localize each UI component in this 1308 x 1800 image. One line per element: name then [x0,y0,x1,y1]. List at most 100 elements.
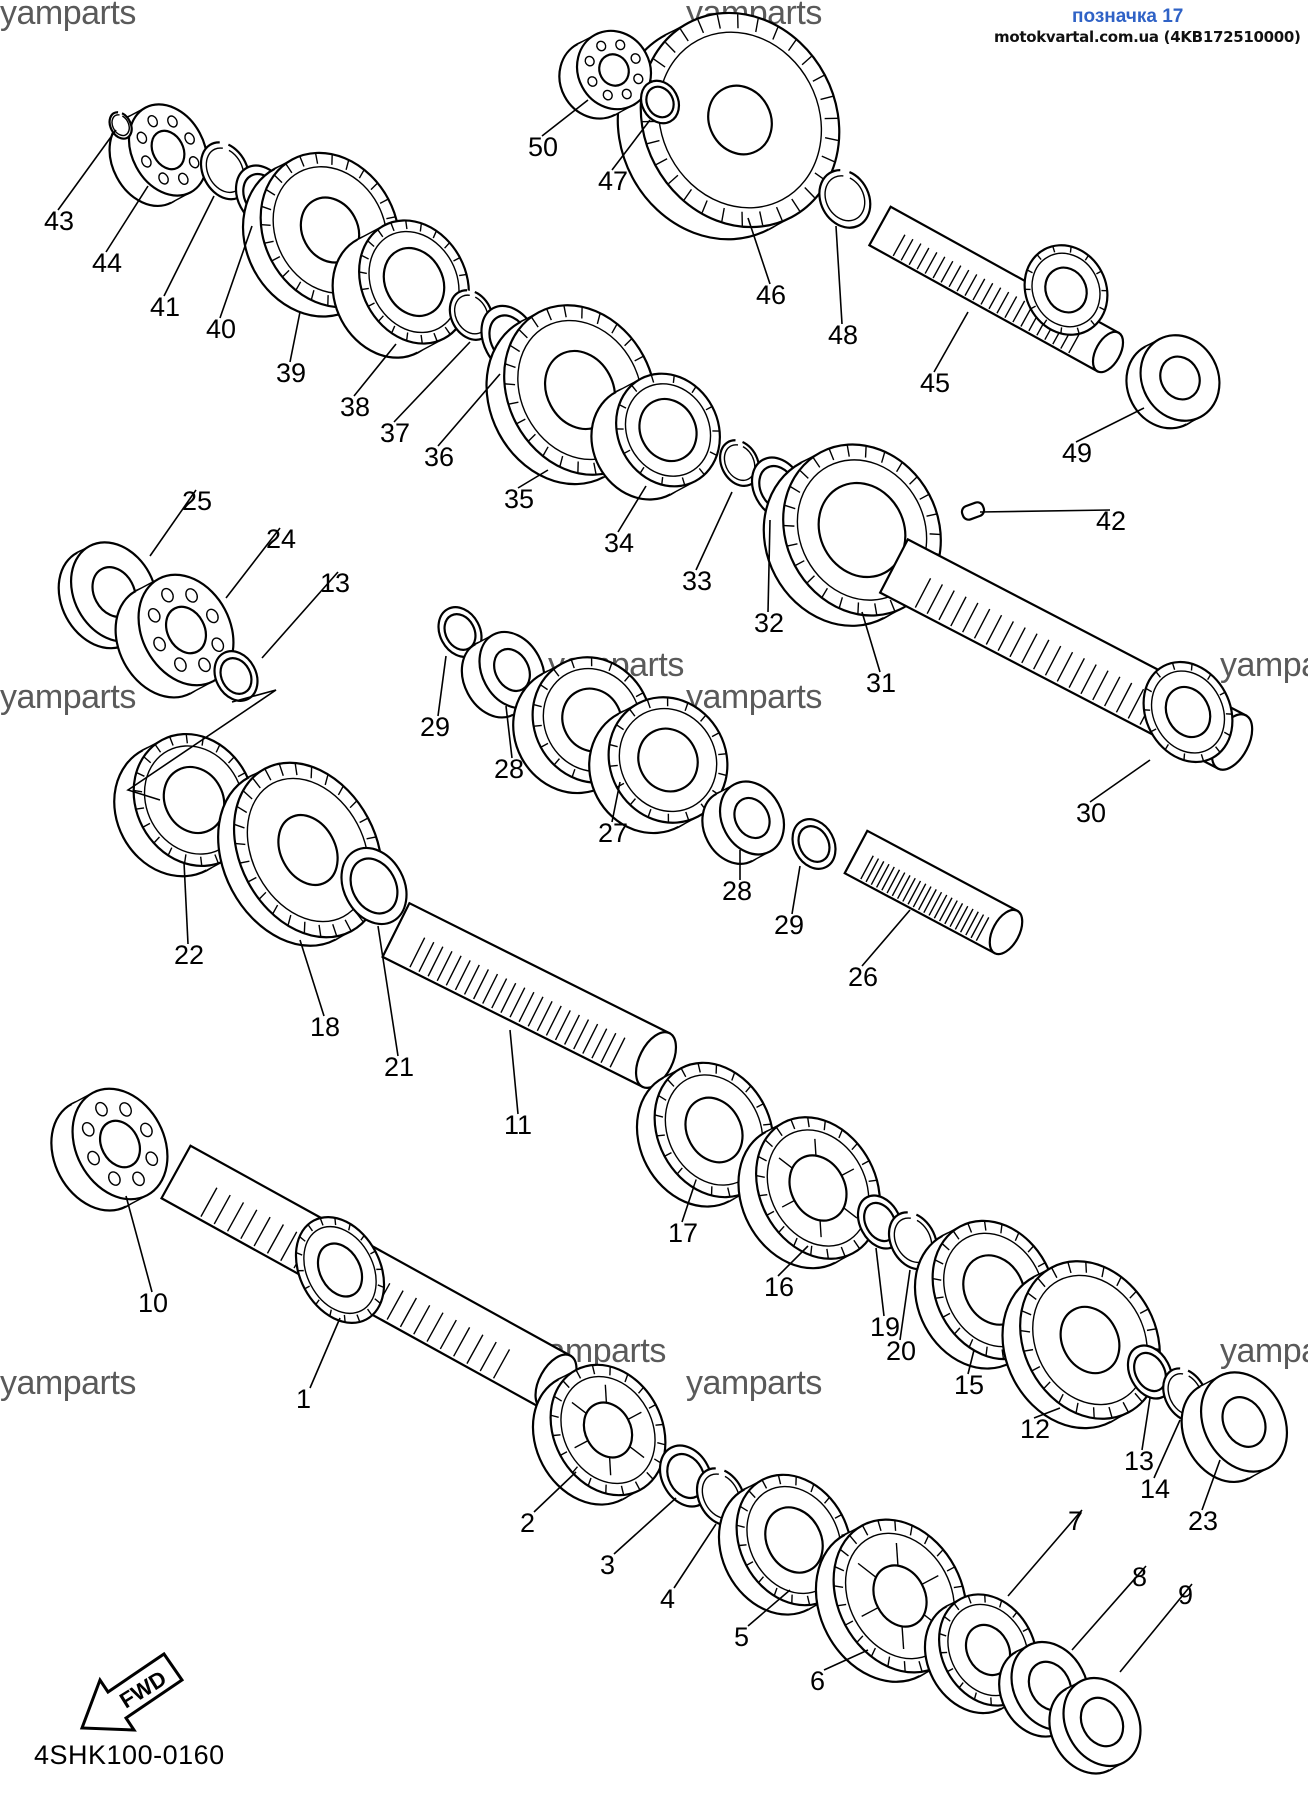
watermark: yamparts [686,678,822,716]
leader-line [1033,1407,1061,1419]
part-label-9[interactable]: 9 [1178,1580,1193,1610]
watermark: yamparts [686,1364,822,1402]
leader-line [747,217,771,285]
part-label-16[interactable]: 16 [764,1272,794,1302]
gear-2 [531,1363,667,1506]
part-label-30[interactable]: 30 [1076,798,1106,828]
part-label-49[interactable]: 49 [1062,438,1092,468]
leader-lines [57,99,1221,1673]
shaft-45-gear [1023,244,1109,336]
part-label-22[interactable]: 22 [174,940,204,970]
part-label-13a[interactable]: 13 [320,568,350,598]
leader-line [149,489,197,557]
part-label-29b[interactable]: 29 [774,910,804,940]
part-label-33[interactable]: 33 [682,566,712,596]
part-label-38[interactable]: 38 [340,392,370,422]
part-label-39[interactable]: 39 [276,358,306,388]
part-label-23[interactable]: 23 [1188,1506,1218,1536]
part-label-25[interactable]: 25 [182,486,212,516]
part-label-50[interactable]: 50 [528,132,558,162]
part-label-13b[interactable]: 13 [1124,1446,1154,1476]
leader-line [377,925,399,1057]
part-label-3[interactable]: 3 [600,1550,615,1580]
part-label-19[interactable]: 19 [870,1312,900,1342]
leader-line [289,311,301,363]
part-label-20[interactable]: 20 [886,1336,916,1366]
part-label-45[interactable]: 45 [920,368,950,398]
part-label-1[interactable]: 1 [296,1384,311,1414]
leader-line [767,519,771,613]
part-label-43[interactable]: 43 [44,206,74,236]
watermark: yamparts [1220,1332,1308,1370]
part-label-44[interactable]: 44 [92,248,122,278]
part-label-37[interactable]: 37 [380,418,410,448]
part-label-12[interactable]: 12 [1020,1414,1050,1444]
leader-line [261,571,339,659]
bearing-24 [114,573,235,699]
part-label-21[interactable]: 21 [384,1052,414,1082]
leader-line [875,1247,885,1317]
part-label-6[interactable]: 6 [810,1666,825,1696]
leader-line [695,491,733,571]
leader-line [823,1649,869,1671]
part-label-8[interactable]: 8 [1132,1562,1147,1592]
header-title[interactable]: позначка 17 [1072,6,1184,27]
part-label-35[interactable]: 35 [504,484,534,514]
part-label-34[interactable]: 34 [604,528,634,558]
part-label-47[interactable]: 47 [598,166,628,196]
watermark: yamparts [0,678,136,716]
leader-line [979,509,1111,513]
part-label-15[interactable]: 15 [954,1370,984,1400]
leader-line [57,129,117,211]
leader-line [967,1349,975,1375]
part-label-28b[interactable]: 28 [722,876,752,906]
part-label-29a[interactable]: 29 [420,712,450,742]
part-label-36[interactable]: 36 [424,442,454,472]
part-label-17[interactable]: 17 [668,1218,698,1248]
diagram-code: 4SHK100-0160 [34,1740,225,1770]
part-label-24[interactable]: 24 [266,524,296,554]
part-label-41[interactable]: 41 [150,292,180,322]
leader-line [225,527,281,599]
leader-line [1141,1397,1151,1451]
part-label-5[interactable]: 5 [734,1622,749,1652]
part-label-48[interactable]: 48 [828,320,858,350]
shaft-1-gear [294,1216,386,1324]
gear-27b [588,696,729,835]
leader-line [183,861,189,945]
part-label-2[interactable]: 2 [520,1508,535,1538]
watermark: yamparts [0,0,136,32]
leader-line [861,611,881,673]
part-label-27[interactable]: 27 [598,818,628,848]
bearing-28b [701,780,786,865]
leader-line [1153,1419,1181,1479]
part-label-14[interactable]: 14 [1140,1474,1170,1504]
leader-line [219,225,253,319]
part-label-18[interactable]: 18 [310,1012,340,1042]
part-label-11[interactable]: 11 [504,1110,532,1140]
part-label-26[interactable]: 26 [848,962,878,992]
gear-34 [590,372,721,501]
leader-line [681,1185,695,1223]
leader-line [777,1245,809,1277]
washer-29b [791,818,837,870]
fwd-arrow-icon: FWD [79,1651,185,1732]
gear-12 [1001,1260,1161,1430]
leader-line [835,225,843,325]
part-label-40[interactable]: 40 [206,314,236,344]
circlip-48 [818,169,872,229]
leader-line [747,1589,791,1627]
leader-line [309,1317,341,1389]
washer-13b [1126,1344,1174,1400]
part-label-28a[interactable]: 28 [494,754,524,784]
part-label-42[interactable]: 42 [1096,506,1126,536]
part-label-32[interactable]: 32 [754,608,784,638]
part-label-7[interactable]: 7 [1068,1506,1083,1536]
part-label-4[interactable]: 4 [660,1584,675,1614]
part-label-10[interactable]: 10 [138,1288,168,1318]
gear-38 [331,219,470,359]
part-label-46[interactable]: 46 [756,280,786,310]
part-label-31[interactable]: 31 [866,668,896,698]
leader-line [861,909,911,967]
